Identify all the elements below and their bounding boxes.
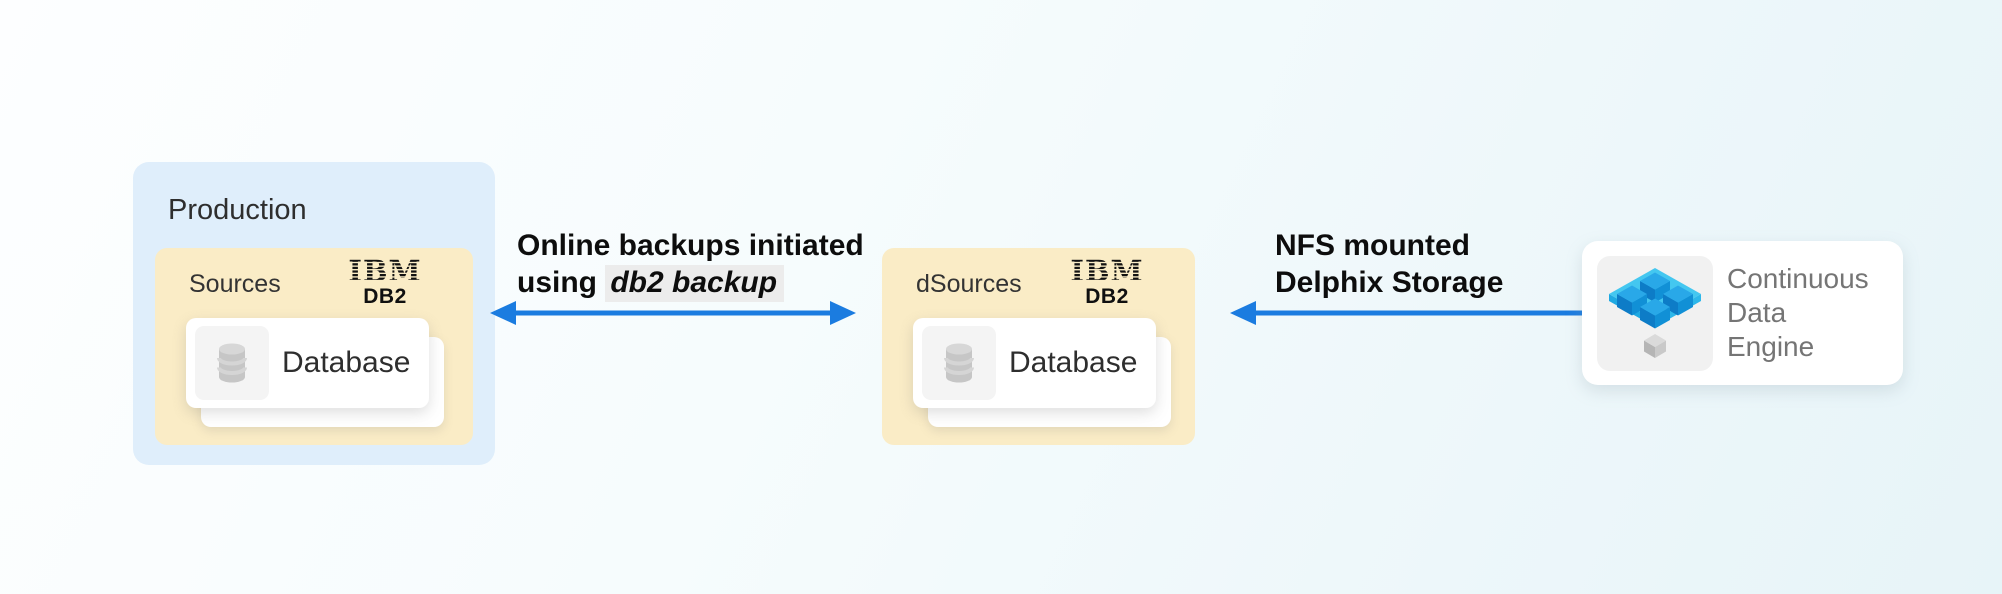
db2-backup-command-chip: db2 backup [605, 265, 785, 302]
engine-label-line2: Data [1727, 297, 1787, 328]
engine-label-line3: Engine [1727, 331, 1815, 362]
database-card-label: Database [282, 346, 411, 379]
production-label: Production [168, 194, 307, 226]
backup-arrow-label: Online backups initiated using db2 backu… [517, 227, 864, 302]
ibm-db2-logo: IBM DB2 [1065, 256, 1149, 307]
continuous-data-engine-card: Continuous Data Engine [1582, 241, 1903, 385]
nfs-label-line2: Delphix Storage [1275, 266, 1504, 299]
database-card-label: Database [1009, 346, 1138, 379]
database-cylinder-icon [217, 343, 247, 383]
backup-label-line2-prefix: using [517, 266, 606, 299]
sources-label: Sources [189, 270, 281, 298]
nfs-label-line1: NFS mounted [1275, 229, 1470, 262]
database-cylinder-icon [944, 343, 974, 383]
bidirectional-arrow-icon [490, 301, 856, 325]
database-card-stack: Database [913, 318, 1173, 430]
database-card: Database [186, 318, 429, 408]
delphix-cubes-icon [1609, 268, 1701, 358]
database-icon-tile [922, 326, 996, 400]
svg-text:IBM: IBM [348, 256, 421, 286]
engine-label: Continuous Data Engine [1727, 262, 1869, 364]
sources-group: Sources IBM DB2 [155, 248, 473, 445]
dsources-label: dSources [916, 270, 1022, 298]
engine-label-line1: Continuous [1727, 263, 1869, 294]
svg-text:IBM: IBM [1070, 256, 1143, 286]
production-group: Production Sources IBM DB2 [133, 162, 495, 465]
database-icon-tile [195, 326, 269, 400]
ibm-wordmark-icon: IBM [1070, 256, 1143, 286]
ibm-wordmark-icon: IBM [348, 256, 421, 286]
database-card-stack: Database [186, 318, 446, 430]
ibm-db2-logo: IBM DB2 [343, 256, 427, 307]
engine-icon-tile [1597, 255, 1713, 371]
db2-label: DB2 [1085, 285, 1129, 308]
database-card: Database [913, 318, 1156, 408]
nfs-arrow-label: NFS mounted Delphix Storage [1275, 227, 1503, 301]
db2-label: DB2 [363, 285, 407, 308]
dsources-group: dSources IBM DB2 Database [882, 248, 1195, 445]
left-arrow-icon [1230, 301, 1585, 325]
backup-label-line1: Online backups initiated [517, 229, 864, 262]
